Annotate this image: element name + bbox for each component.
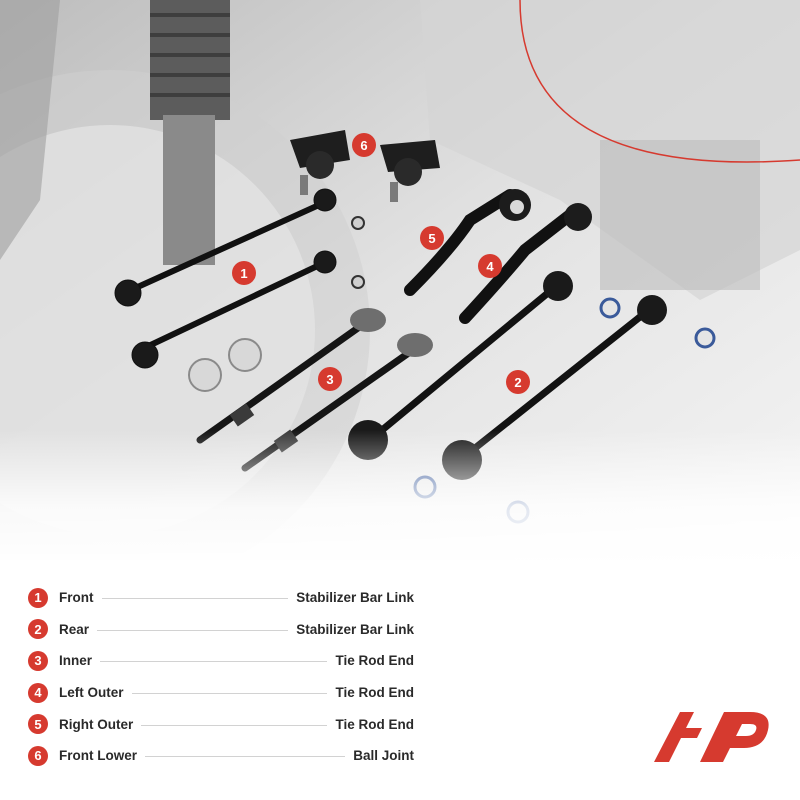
strut-boot bbox=[150, 0, 230, 120]
svg-text:4: 4 bbox=[486, 259, 494, 274]
legend-number: 1 bbox=[28, 587, 48, 608]
callout-2: 2 bbox=[506, 370, 530, 394]
legend-location: Rear bbox=[59, 621, 90, 637]
legend-row: 1 Front Stabilizer Bar Link bbox=[28, 582, 414, 614]
svg-text:3: 3 bbox=[326, 372, 333, 387]
legend-part: Stabilizer Bar Link bbox=[296, 621, 414, 637]
legend-row: 5 Right Outer Tie Rod End bbox=[28, 708, 414, 740]
ball-joints bbox=[290, 130, 440, 202]
washers bbox=[188, 338, 262, 392]
svg-text:6: 6 bbox=[360, 138, 367, 153]
a-premium-logo bbox=[650, 708, 774, 766]
strut-body bbox=[163, 115, 215, 265]
legend-location: Front Lower bbox=[59, 748, 137, 764]
legend-location: Inner bbox=[59, 653, 93, 669]
legend-part: Stabilizer Bar Link bbox=[296, 590, 414, 606]
legend-number: 3 bbox=[28, 650, 48, 671]
subframe-block bbox=[600, 140, 760, 290]
legend-part: Ball Joint bbox=[353, 748, 414, 764]
callout-1: 1 bbox=[232, 261, 256, 285]
legend-row: 2 Rear Stabilizer Bar Link bbox=[28, 614, 414, 646]
legend-location: Right Outer bbox=[59, 716, 134, 732]
tire-edge bbox=[0, 0, 60, 260]
callout-5: 5 bbox=[420, 226, 444, 250]
strut-bellows bbox=[150, 13, 230, 97]
svg-text:1: 1 bbox=[240, 266, 247, 281]
svg-text:5: 5 bbox=[428, 231, 435, 246]
legend-number: 5 bbox=[28, 714, 48, 735]
svg-text:2: 2 bbox=[514, 375, 521, 390]
callout-6: 6 bbox=[352, 133, 376, 157]
legend-row: 3 Inner Tie Rod End bbox=[28, 645, 414, 677]
legend-part: Tie Rod End bbox=[335, 653, 414, 669]
front-stabilizer-links bbox=[114, 188, 365, 369]
image-fade bbox=[0, 430, 800, 570]
parts-legend: 1 Front Stabilizer Bar Link 2 Rear Stabi… bbox=[28, 582, 414, 772]
callout-4: 4 bbox=[478, 254, 502, 278]
legend-divider bbox=[131, 693, 328, 695]
legend-part: Tie Rod End bbox=[335, 716, 414, 732]
legend-location: Front bbox=[59, 590, 94, 606]
accent-curve bbox=[519, 0, 800, 163]
legend-divider bbox=[141, 724, 328, 726]
legend-divider bbox=[100, 661, 328, 663]
callout-3: 3 bbox=[318, 367, 342, 391]
legend-row: 6 Front Lower Ball Joint bbox=[28, 740, 414, 772]
legend-number: 2 bbox=[28, 619, 48, 640]
outer-tie-rods bbox=[404, 189, 592, 324]
legend-divider bbox=[101, 598, 289, 600]
legend-number: 6 bbox=[28, 745, 48, 766]
legend-divider bbox=[145, 756, 346, 758]
legend-location: Left Outer bbox=[59, 685, 124, 701]
legend-divider bbox=[97, 629, 289, 631]
legend-row: 4 Left Outer Tie Rod End bbox=[28, 677, 414, 709]
legend-number: 4 bbox=[28, 682, 48, 703]
legend-part: Tie Rod End bbox=[335, 685, 414, 701]
